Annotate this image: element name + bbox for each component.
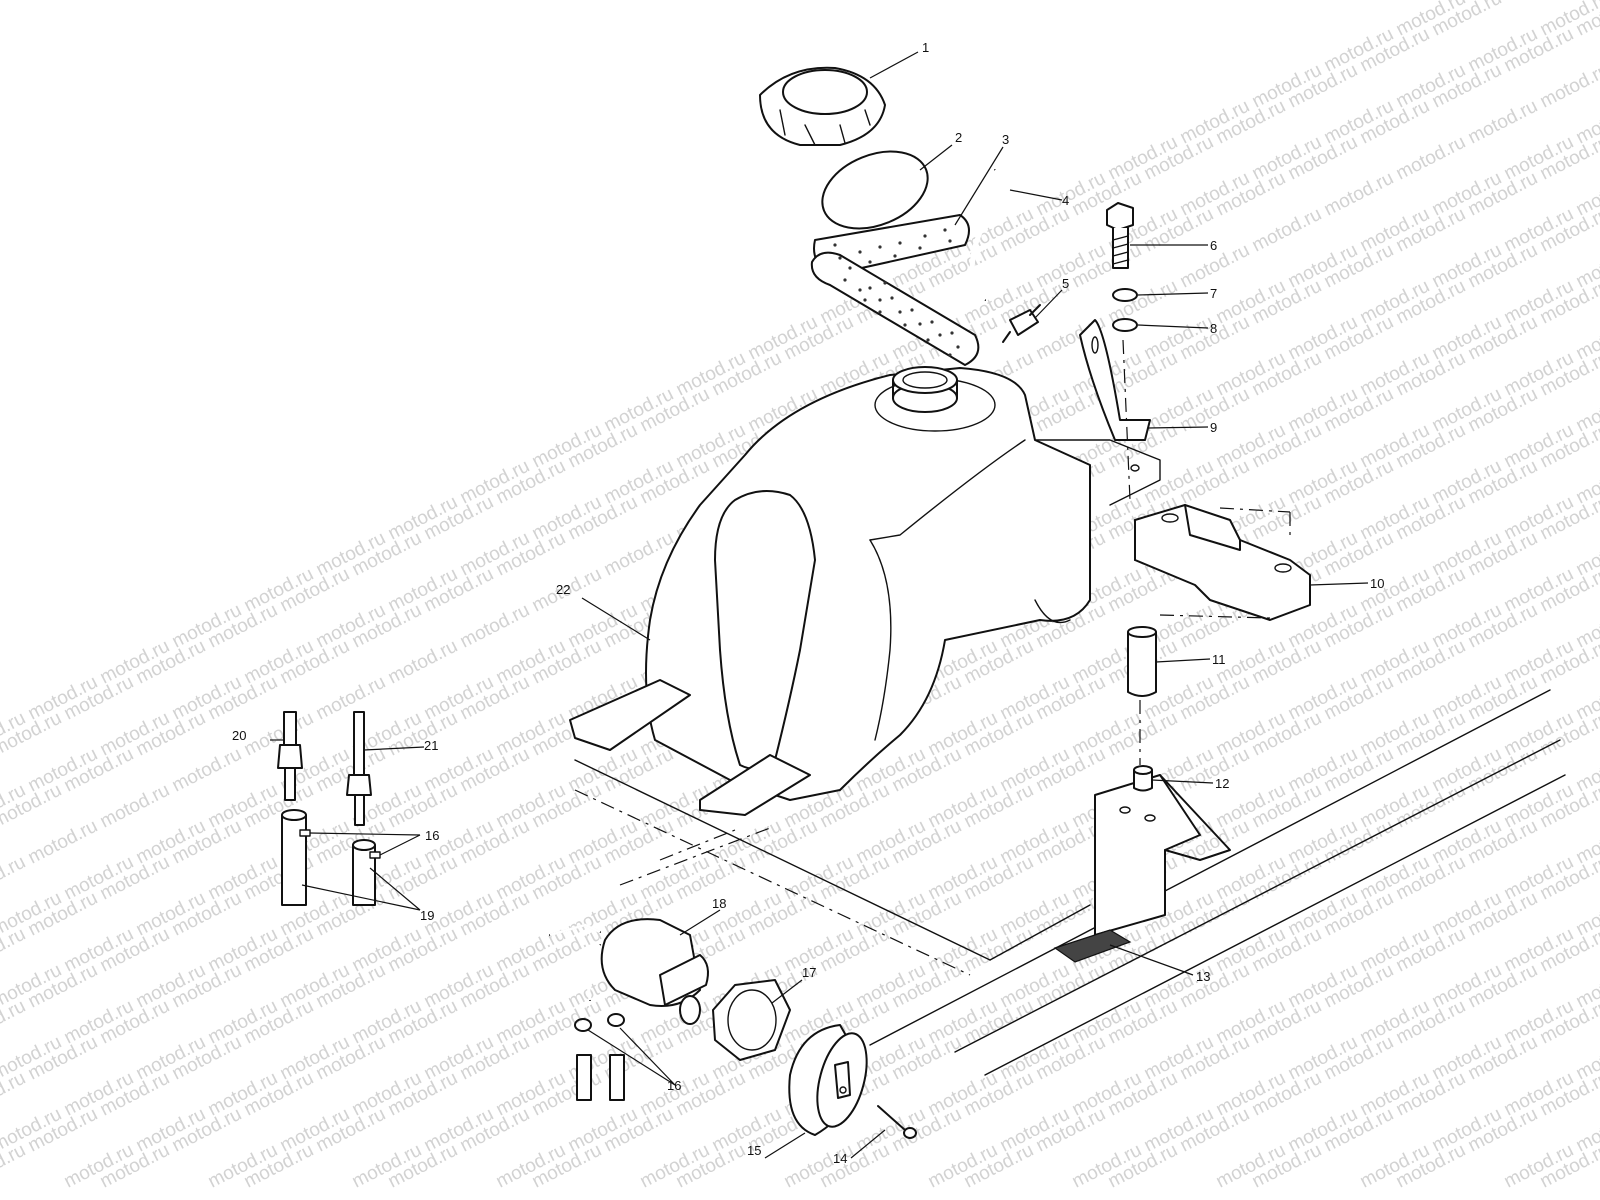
callout-3: 3 — [1002, 132, 1009, 147]
bolt — [1106, 202, 1134, 269]
callout-22: 22 — [556, 582, 570, 597]
vent-fitting — [1002, 304, 1041, 343]
foam-pads — [810, 214, 980, 366]
fuel-fitting-a — [277, 711, 303, 801]
frame-rails — [574, 689, 1566, 1076]
frame-mount-bracket — [1094, 774, 1231, 936]
watermark-text: motod.ru — [0, 996, 29, 1049]
callout-7: 7 — [1210, 286, 1217, 301]
leader-lines — [270, 51, 1369, 1159]
callout-13: 13 — [1196, 969, 1210, 984]
callout-18: 18 — [712, 896, 726, 911]
callout-labels: 1 2 3 4 5 6 7 8 9 10 11 12 13 14 15 16 1… — [232, 40, 1384, 1166]
callout-16-upper: 16 — [425, 828, 439, 843]
callout-2: 2 — [955, 130, 962, 145]
callout-20: 20 — [232, 728, 246, 743]
hoses-left — [281, 809, 381, 906]
watermark-text: motod.ru — [313, 672, 389, 725]
callout-1: 1 — [922, 40, 929, 55]
mount-block — [1134, 504, 1311, 621]
fuel-pump-filter — [549, 918, 709, 1025]
callout-4: 4 — [1062, 193, 1069, 208]
callout-5: 5 — [1062, 276, 1069, 291]
callout-16-lower: 16 — [667, 1078, 681, 1093]
watermark-text: motod.ru — [1393, 132, 1469, 185]
decal — [1053, 929, 1132, 963]
watermark-text: motod.ru — [25, 816, 101, 869]
hose-clamps-lower — [574, 1013, 625, 1101]
pump-cover — [788, 1024, 868, 1136]
strap-bracket — [1079, 319, 1151, 441]
watermark-text: motod.ru — [1537, 60, 1600, 113]
callout-11: 11 — [1212, 652, 1226, 667]
callout-12: 12 — [1215, 776, 1229, 791]
o-ring — [821, 150, 929, 230]
watermark-text: motod.ru — [385, 636, 461, 689]
callout-21: 21 — [424, 738, 438, 753]
watermark-text: motod.ru — [0, 1140, 29, 1193]
washer-lock — [1112, 288, 1138, 302]
hex-nut — [712, 979, 791, 1061]
watermark-text: motod.ru — [0, 1068, 29, 1121]
watermark-text: motod.ru — [1249, 204, 1325, 257]
bushing — [1133, 765, 1153, 792]
callout-19: 19 — [420, 908, 434, 923]
vent-hose — [969, 168, 1004, 303]
spacer-tube — [1127, 626, 1157, 697]
watermark-text: motod.ru — [1321, 168, 1397, 221]
callout-8: 8 — [1210, 321, 1217, 336]
assembly-lines — [1122, 339, 1291, 765]
watermark-text: motod.ru — [1501, 0, 1577, 4]
callout-10: 10 — [1370, 576, 1384, 591]
fuel-fitting-b — [346, 711, 372, 826]
watermark-text: motod.ru — [1465, 96, 1541, 149]
watermark-text: motod.ru — [457, 600, 533, 653]
watermark-text: motod.ru — [0, 924, 29, 977]
callout-6: 6 — [1210, 238, 1217, 253]
fuel-cap — [759, 66, 886, 146]
screw — [877, 1105, 917, 1139]
watermark-text: motod.ru — [0, 852, 29, 905]
frame-centerlines — [574, 789, 971, 976]
washer-flat — [1112, 318, 1138, 332]
fuel-tank — [569, 366, 1161, 816]
watermark-text: motod.ru — [169, 744, 245, 797]
callout-17: 17 — [802, 965, 816, 980]
watermark-text: motod.ru — [97, 780, 173, 833]
callout-14: 14 — [833, 1151, 847, 1166]
callout-9: 9 — [1210, 420, 1217, 435]
callout-15: 15 — [747, 1143, 761, 1158]
